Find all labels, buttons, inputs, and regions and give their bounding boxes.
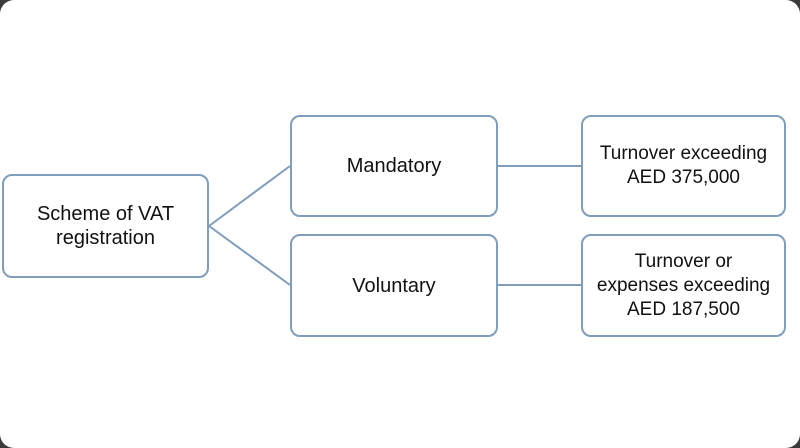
branch-node-voluntary: Voluntary [290,234,498,337]
criteria-line: expenses exceeding [596,274,771,296]
criteria-text: Turnover exceeding AED 375,000 [600,142,767,190]
criteria-node-voluntary: Turnover or expenses exceeding AED 187,5… [581,234,786,337]
root-node-label-line-2: registration [56,227,155,249]
connector-root-to-mandatory [208,165,291,227]
criteria-text: Turnover or expenses exceeding AED 187,5… [597,250,770,322]
branch-node-label: Voluntary [352,274,436,297]
criteria-line: AED 375,000 [626,167,740,188]
criteria-node-mandatory: Turnover exceeding AED 375,000 [581,115,786,217]
root-node-label-line-1: Scheme of VAT [36,203,175,225]
criteria-line: AED 187,500 [626,298,741,320]
root-node-scheme-of-vat-registration: Scheme of VAT registration [2,174,209,278]
criteria-line: Turnover or [634,250,733,272]
branch-node-mandatory: Mandatory [290,115,498,217]
branch-node-label: Mandatory [346,155,442,177]
root-node-label: Scheme of VAT registration [37,202,174,250]
criteria-line: Turnover exceeding [599,143,768,164]
connector-root-to-voluntary [208,225,291,286]
